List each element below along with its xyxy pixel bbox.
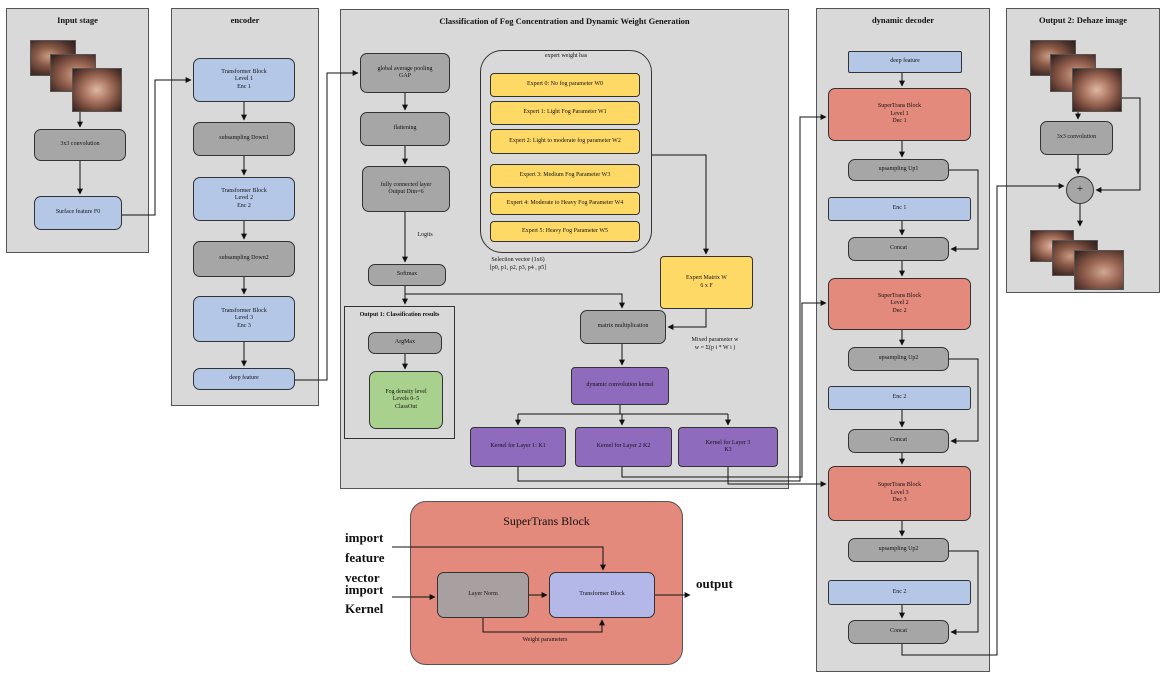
selection-vector-label: Selection vector (1x6) [p0, p1, p2, p3, … [489, 257, 547, 271]
dynamic-kernel-box: dynamic convolution kernel [571, 367, 669, 405]
dec-enc3-box: Enc 2 [828, 580, 971, 605]
down2-box: subsampling Down2 [193, 241, 295, 277]
arrow-matrix-to-matmul [667, 309, 707, 330]
output-label: output [696, 576, 733, 591]
kernel3-box: Kernel for Layer 3 K3 [678, 427, 778, 467]
argmax-box: ArgMax [368, 332, 442, 354]
gap-box: global average pooling GAP [360, 53, 450, 93]
arrow-weight-path [482, 618, 605, 633]
concat1-box: Concat [848, 237, 949, 261]
up1-box: upsampling Up1 [848, 159, 949, 181]
input-image-3 [72, 68, 122, 112]
down1-box: subsampling Down1 [193, 122, 295, 156]
dehaze-output-stack [1030, 230, 1130, 292]
output1-title: Output 1: Classification results [359, 312, 440, 318]
import-kernel-label: import Kernel [345, 582, 384, 616]
dec-enc1-box: Enc 1 [828, 197, 971, 221]
expert-4-box: Expert 4: Moderate to Heavy Fog Paramete… [490, 192, 640, 215]
input-conv-box: 3x3 convolution [34, 129, 126, 161]
supertrans-title: SuperTrans Block [503, 514, 590, 528]
arrow-surface-to-enc1 [122, 77, 192, 216]
arrow-import-feature [392, 546, 606, 571]
dehaze-input-image-3 [1072, 68, 1122, 112]
plus-node: + [1066, 176, 1094, 204]
expert-matrix-box: Expert Matrix W 6 x F [660, 256, 753, 309]
concat2-box: Concat [848, 429, 949, 453]
encoder-title: encoder [230, 15, 260, 25]
arrow-up2-concat2 [949, 358, 979, 444]
output-conv-box: 3x3 convolution [1040, 121, 1113, 155]
arrow-bank-to-matrix [652, 154, 709, 255]
flatten-box: flattening [360, 112, 450, 146]
kernel1-box: Kernel for Layer 1: K1 [470, 427, 566, 467]
layer-norm-box: Layer Norm [437, 572, 529, 618]
dehaze-output-image-3 [1074, 250, 1124, 290]
arrow-kernel-split [518, 405, 728, 415]
enc2-box: Transformer Block Level 2 Enc 2 [193, 177, 295, 221]
arrow-skip-to-plus [1095, 97, 1141, 193]
wire-concat3-to-output [901, 183, 1065, 656]
up3-box: upsampling Up2 [848, 538, 949, 562]
surface-feature-box: Surface feature F0 [34, 196, 122, 230]
enc3-box: Transformer Block Level 3 Enc 3 [193, 296, 295, 342]
expert-1-box: Expert 1: Light Fog Parameter W1 [490, 101, 640, 125]
wire-k3-to-dec [727, 467, 827, 487]
arrow-up1-concat1 [949, 169, 979, 252]
import-feature-label: import feature vector [345, 530, 385, 585]
mixed-param-label: Mixed parameter w w = Σ(p i * W i ) [691, 337, 739, 351]
dec2-box: SuperTrans Block Level 2 Dec 2 [828, 278, 971, 330]
arrow-deep-to-gap [295, 70, 359, 381]
enc1-box: Transformer Block Level 1 Enc 1 [193, 58, 295, 102]
matmul-box: matrix multiplication [580, 310, 666, 344]
arrow-softmax-matmul [405, 293, 625, 309]
dec-deep-feature-box: deep feature [848, 51, 962, 73]
expert-2-box: Expert 2: Light to moderate fog paramete… [490, 129, 640, 154]
wire-k1-to-dec [517, 114, 827, 482]
arrow-up3-concat3 [949, 550, 979, 635]
logits-label: Logits [417, 232, 433, 238]
input-stage-title: Input stage [57, 15, 98, 25]
softmax-box: Softmax [368, 264, 446, 286]
wire-k2-to-dec [621, 300, 827, 478]
up2-box: upsampling Up2 [848, 347, 949, 371]
dec-enc2-box: Enc 2 [828, 386, 971, 410]
expert-bank-title: expert weight bas [544, 53, 588, 59]
output2-title: Output 2: Dehaze image [1038, 15, 1128, 25]
dec1-box: SuperTrans Block Level 1 Dec 1 [828, 88, 971, 141]
transformer-block-box: Transformer Block [549, 572, 655, 618]
dehaze-input-stack [1030, 40, 1130, 120]
expert-0-box: Expert 0: No fog parameter W0 [490, 73, 640, 97]
decoder-title: dynamic decoder [871, 15, 935, 25]
concat3-box: Concat [848, 620, 949, 644]
expert-5-box: Expert 5: Heavy Fog Parameter W5 [490, 221, 640, 242]
expert-3-box: Expert 3: Medium Fog Parameter W3 [490, 164, 640, 188]
dec3-box: SuperTrans Block Level 3 Dec 3 [828, 466, 971, 521]
fog-level-box: Fog density level Levels 0–5 ClassOut [369, 371, 443, 429]
input-image-stack [30, 40, 130, 120]
weight-params-label: Weight parameters [522, 637, 568, 643]
classification-title: Classification of Fog Concentration and … [439, 16, 690, 26]
enc-deep-feature-box: deep feature [193, 368, 295, 390]
kernel2-box: Kernel for Layer 2 K2 [575, 427, 672, 467]
fc-box: fully connected layer Output Dim=6 [362, 166, 450, 212]
